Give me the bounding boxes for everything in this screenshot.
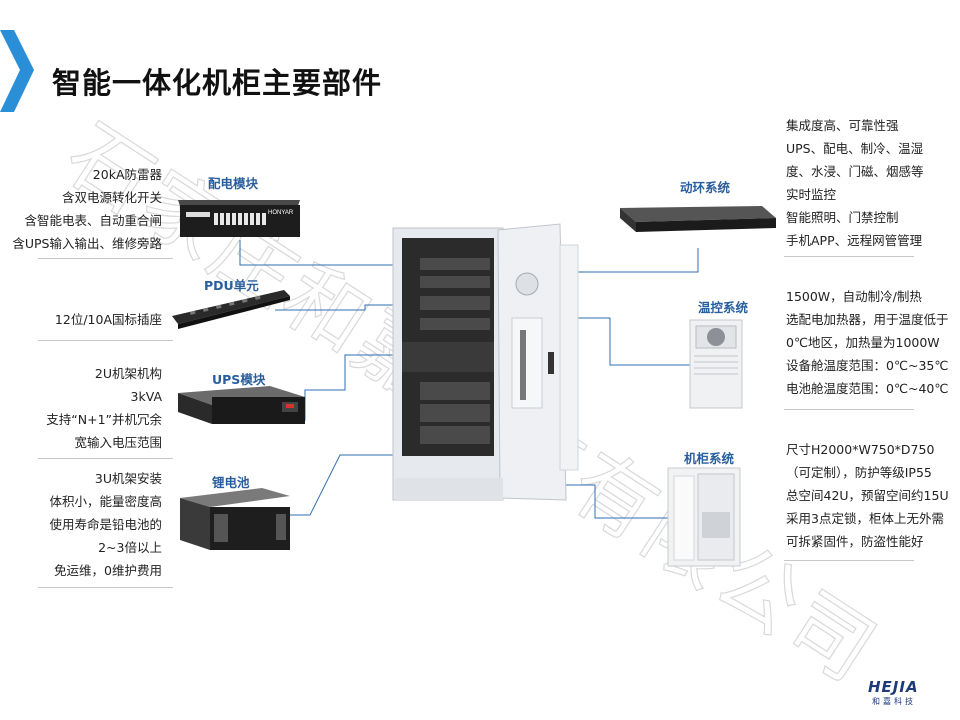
- battery-image: [180, 488, 290, 550]
- ups-image: [178, 386, 305, 424]
- power-module-image: HONYAR: [178, 200, 300, 237]
- cabinet-system-image: [667, 467, 741, 567]
- divider: [38, 258, 173, 259]
- divider: [784, 409, 914, 410]
- env-monitor-image: [620, 206, 776, 232]
- panel-brand: HONYAR: [268, 210, 294, 216]
- divider: [784, 560, 914, 561]
- logo-text-en: HEJIA: [868, 678, 919, 696]
- label-power-module: 配电模块: [208, 176, 259, 191]
- label-battery: 锂电池: [212, 475, 250, 490]
- label-thermal: 温控系统: [698, 300, 749, 315]
- page-title: 智能一体化机柜主要部件: [52, 66, 383, 100]
- divider: [784, 256, 914, 257]
- label-cabinet: 机柜系统: [684, 451, 735, 466]
- divider: [38, 340, 173, 341]
- pdu-desc: 12位/10A国标插座: [54, 312, 162, 327]
- label-pdu: PDU单元: [204, 278, 259, 293]
- label-env-monitor: 动环系统: [680, 180, 731, 195]
- divider: [38, 458, 173, 459]
- company-logo: HEJIA 和嘉科技: [862, 678, 932, 708]
- logo-text-cn: 和嘉科技: [872, 697, 916, 706]
- pdu-image: [172, 290, 290, 329]
- divider: [38, 587, 173, 588]
- label-ups: UPS模块: [212, 372, 266, 387]
- thermal-unit-image: [689, 319, 743, 409]
- power-module-desc: 20kA防雷器含双电源转化开关含智能电表、自动重合闸含UPS输入输出、维修旁路: [12, 167, 162, 251]
- accent-chevron: [0, 30, 34, 112]
